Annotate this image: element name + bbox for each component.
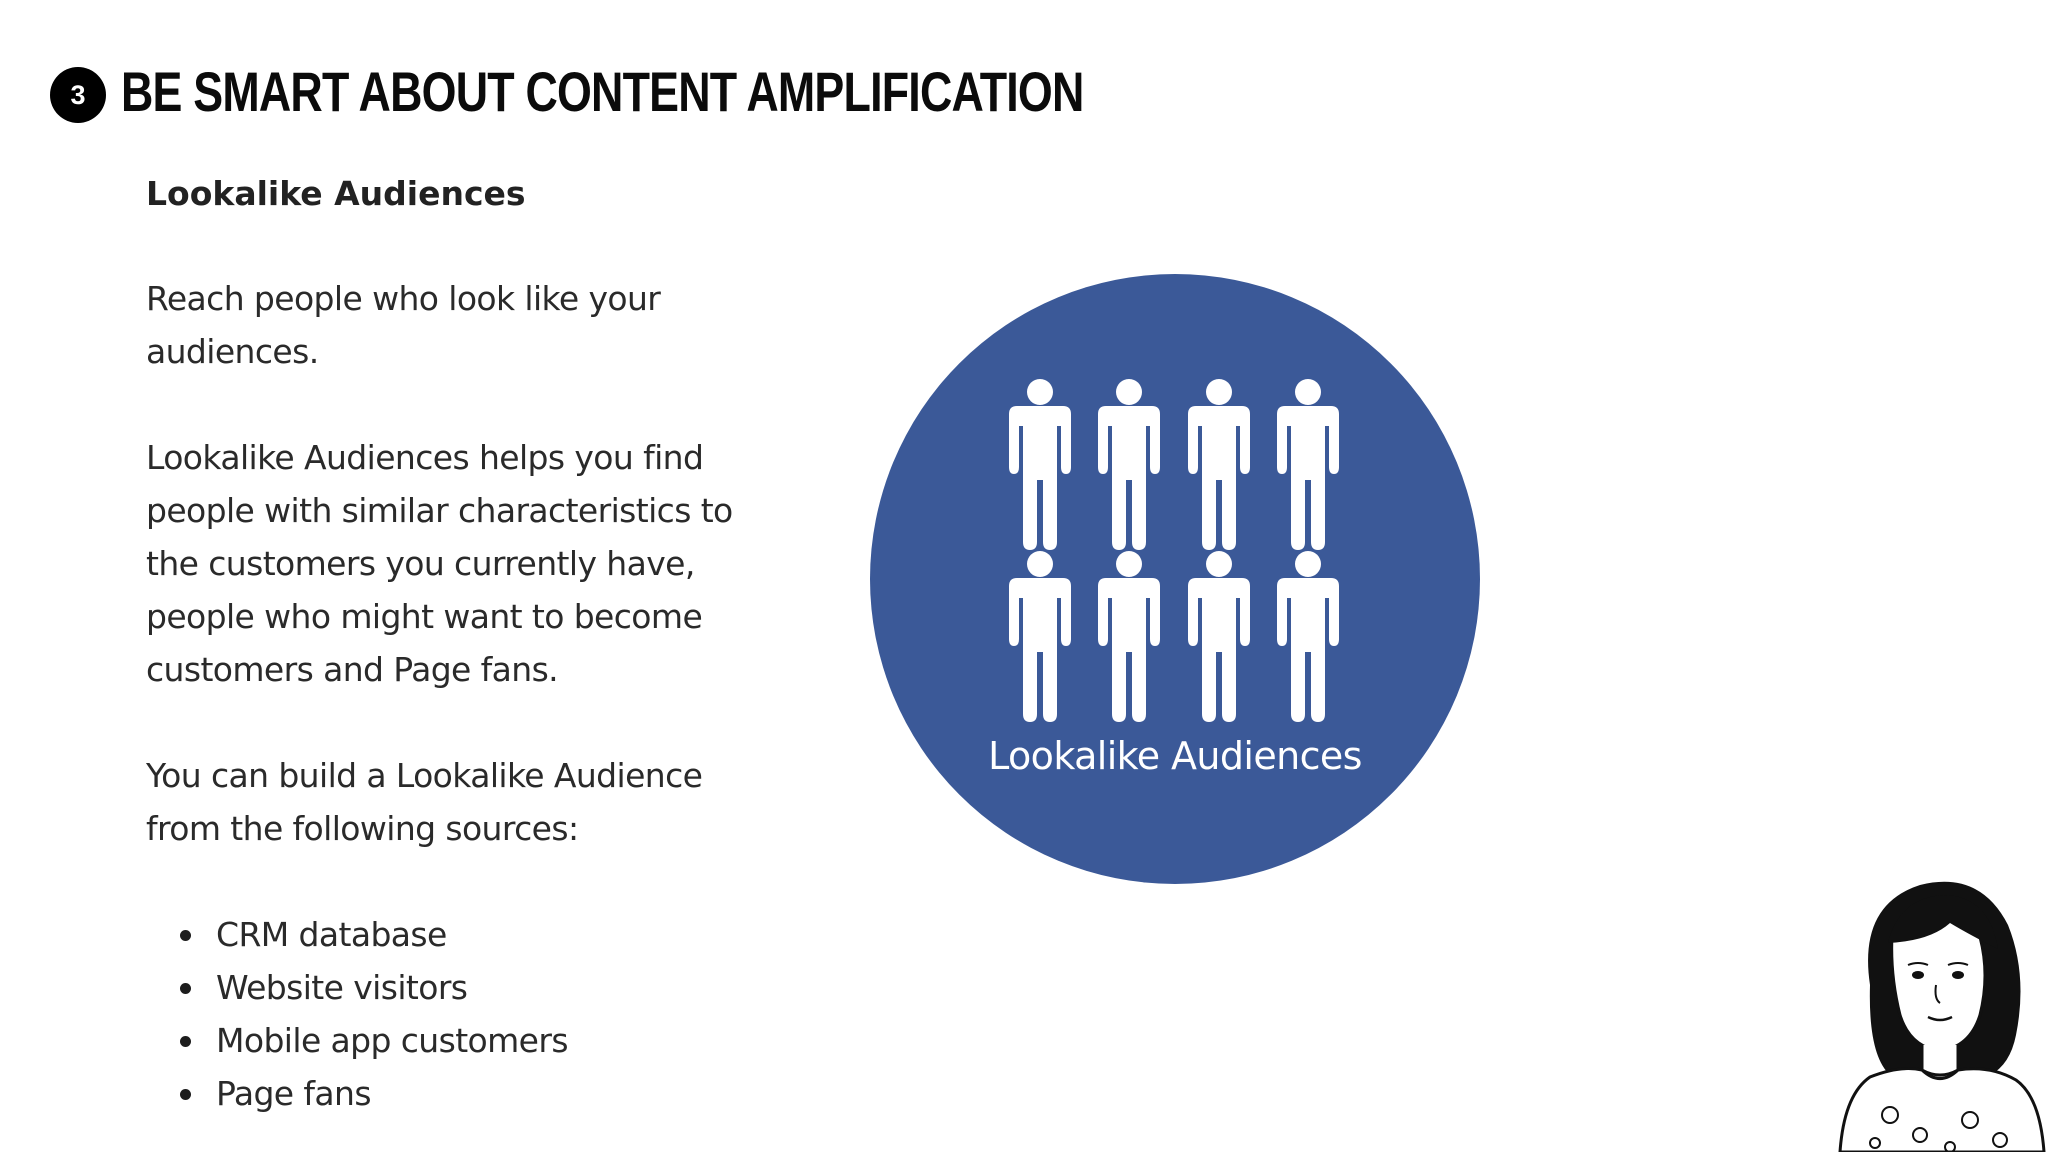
- sources-intro-paragraph: You can build a Lookalike Audience from …: [146, 756, 703, 848]
- person-icon: [1277, 379, 1339, 550]
- bullet-icon: [180, 1089, 191, 1100]
- slide-title: BE SMART ABOUT CONTENT AMPLIFICATION: [121, 60, 1084, 123]
- bullet-icon: [180, 1036, 191, 1047]
- section-heading: Lookalike Audiences: [146, 174, 526, 213]
- list-item: Mobile app customers: [180, 1014, 786, 1067]
- content-column: Lookalike Audiences Reach people who loo…: [146, 168, 786, 1120]
- person-icon: [1009, 551, 1071, 722]
- step-number: 3: [70, 79, 86, 110]
- list-item: Page fans: [180, 1067, 786, 1120]
- intro-paragraph: Reach people who look like your audience…: [146, 279, 661, 371]
- person-icon: [1188, 379, 1250, 550]
- bullet-icon: [180, 983, 191, 994]
- person-icon: [1188, 551, 1250, 722]
- lookalike-audiences-graphic: Lookalike Audiences: [870, 274, 1480, 884]
- graphic-label: Lookalike Audiences: [988, 734, 1362, 778]
- person-icon: [1009, 379, 1071, 550]
- presenter-illustration-icon: [1838, 881, 2046, 1152]
- list-item-label: Mobile app customers: [216, 1021, 569, 1060]
- bullet-icon: [180, 930, 191, 941]
- description-paragraph: Lookalike Audiences helps you find peopl…: [146, 438, 733, 689]
- people-group-icon: [1009, 379, 1339, 722]
- list-item-label: Page fans: [216, 1074, 372, 1113]
- list-item: CRM database: [180, 908, 786, 961]
- list-item: Website visitors: [180, 961, 786, 1014]
- person-icon: [1277, 551, 1339, 722]
- list-item-label: Website visitors: [216, 968, 468, 1007]
- person-icon: [1098, 551, 1160, 722]
- person-icon: [1098, 379, 1160, 550]
- sources-list: CRM database Website visitors Mobile app…: [180, 908, 786, 1120]
- list-item-label: CRM database: [216, 915, 447, 954]
- step-number-badge: 3: [50, 67, 106, 123]
